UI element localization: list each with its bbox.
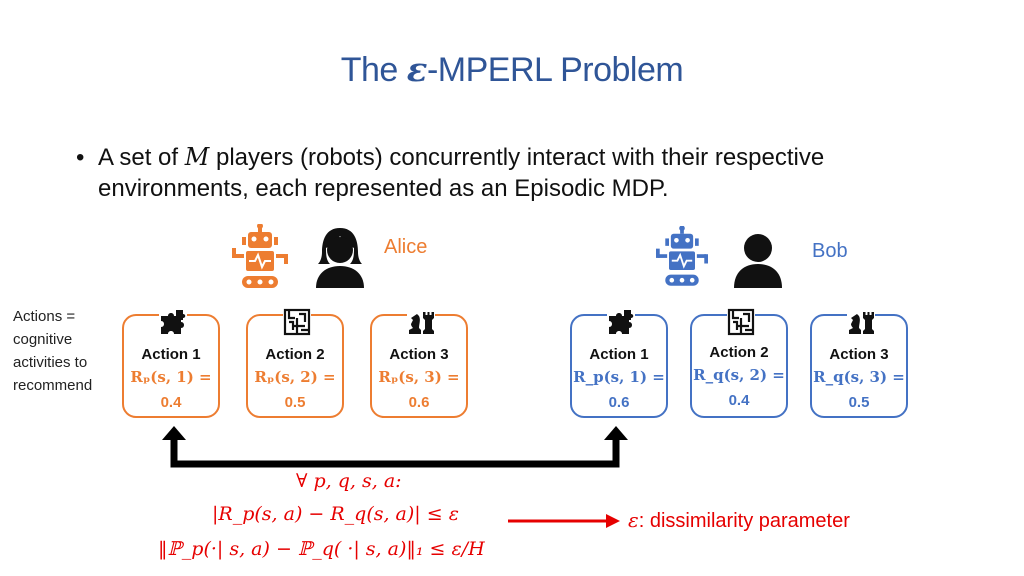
title-epsilon: ε: [406, 50, 428, 90]
comparison-arrow: [162, 426, 628, 468]
epsilon-note-text: : dissimilarity parameter: [638, 510, 850, 532]
slide-title: The ε-MPERL Problem: [0, 50, 1024, 90]
epsilon-symbol: ε: [628, 508, 639, 532]
actions-note: Actions = cognitive activities to recomm…: [13, 308, 93, 394]
transition-condition: ‖ℙ_p(·| s, a) − ℙ_q( ·| s, a)‖₁ ≤ ε/H: [158, 538, 485, 560]
bullet-part1: A set of: [98, 144, 185, 171]
alice-action-3-box: Action 3 Rₚ(s, 3) = 0.6: [370, 308, 468, 418]
action-label: Action 2: [265, 346, 325, 363]
woman-icon-alice: [316, 228, 364, 288]
maze-icon: [283, 308, 311, 336]
action-value: 0.6: [408, 394, 430, 411]
alice-action-1-box: Action 1 Rₚ(s, 1) = 0.4: [122, 308, 220, 418]
red-arrow: [508, 514, 620, 528]
bob-action-2-box: Action 2 R_q(s, 2) = 0.4: [690, 308, 788, 418]
man-icon-bob: [734, 234, 782, 288]
robot-icon-bob: [656, 226, 708, 286]
alice-action-2-box: Action 2 Rₚ(s, 2) = 0.5: [246, 308, 344, 418]
action-value: 0.5: [284, 394, 306, 411]
maze-icon: [727, 308, 755, 336]
player-name-alice: Alice: [384, 236, 428, 258]
player-name-bob: Bob: [812, 240, 848, 262]
bob-action-3-box: Action 3 R_q(s, 3) = 0.5: [810, 308, 908, 418]
action-value: 0.6: [608, 394, 630, 411]
action-value: 0.5: [848, 394, 870, 411]
action-label: Action 1: [141, 346, 201, 363]
bullet-text: A set of M players (robots) concurrently…: [98, 142, 978, 204]
action-label: Action 3: [829, 346, 889, 363]
action-reward: Rₚ(s, 3) =: [378, 368, 460, 386]
action-value: 0.4: [728, 392, 750, 409]
action-reward: Rₚ(s, 2) =: [254, 368, 336, 386]
action-reward: Rₚ(s, 1) =: [130, 368, 212, 386]
bullet-dot: •: [76, 144, 85, 171]
chess-icon: [847, 308, 875, 336]
chess-icon: [407, 308, 435, 336]
bullet-part2: players (robots) concurrently interact w…: [98, 144, 825, 202]
action-value: 0.4: [160, 394, 182, 411]
action-reward: R_p(s, 1) =: [573, 368, 665, 386]
bullet-variable-m: M: [184, 143, 210, 171]
title-prefix: The: [340, 51, 407, 89]
action-reward: R_q(s, 3) =: [813, 368, 905, 386]
puzzle-icon: [159, 308, 187, 336]
bob-action-1-box: Action 1 R_p(s, 1) = 0.6: [570, 308, 668, 418]
action-label: Action 2: [709, 344, 769, 361]
epsilon-note: ε: dissimilarity parameter: [628, 508, 850, 533]
action-reward: R_q(s, 2) =: [693, 366, 785, 384]
puzzle-icon: [607, 308, 635, 336]
action-label: Action 3: [389, 346, 449, 363]
robot-icon-alice: [232, 224, 288, 288]
action-label: Action 1: [589, 346, 649, 363]
title-suffix: -MPERL Problem: [426, 51, 684, 89]
reward-condition: |R_p(s, a) − R_q(s, a)| ≤ ε: [212, 503, 459, 525]
quantifier-text: ∀ p, q, s, a:: [296, 470, 402, 492]
